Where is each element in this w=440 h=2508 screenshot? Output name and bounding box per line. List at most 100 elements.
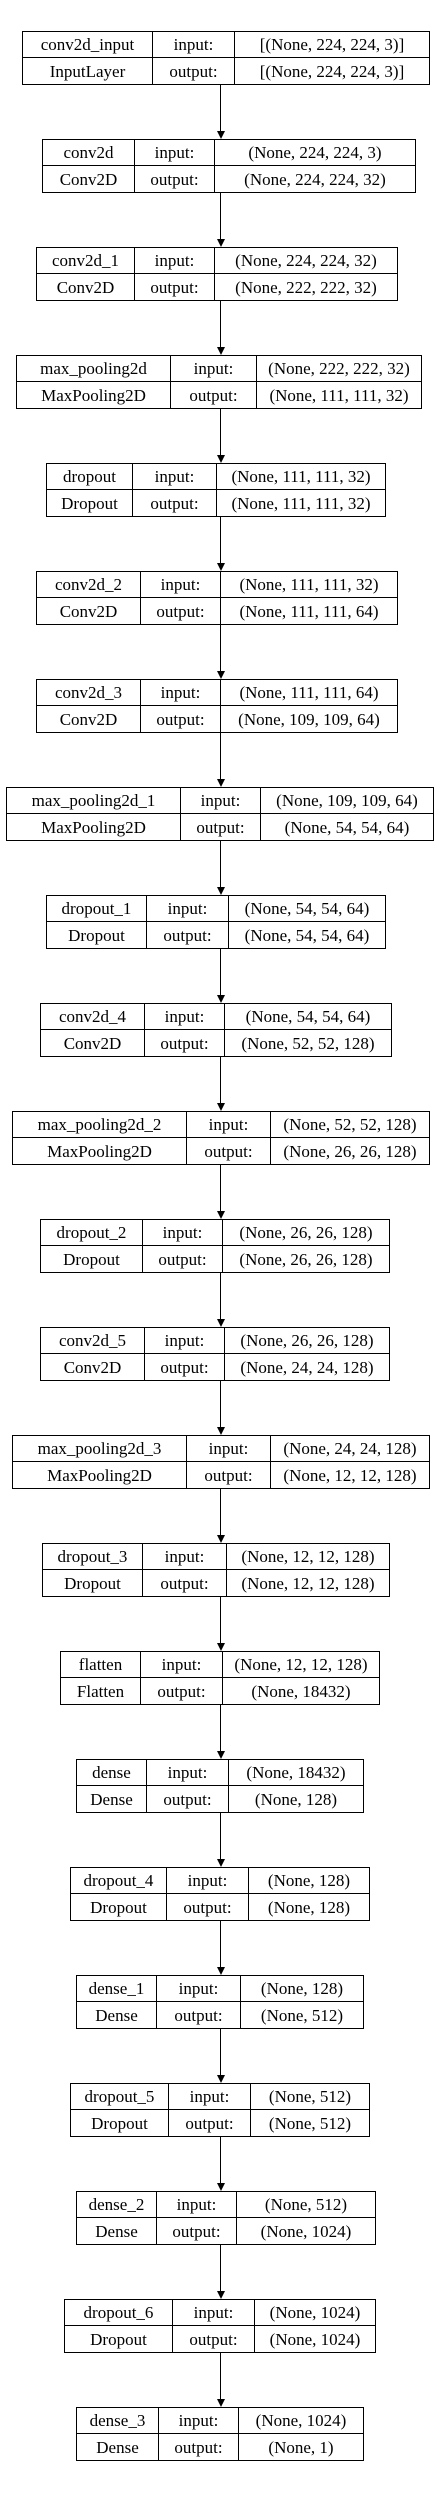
arrow-head-icon bbox=[216, 1319, 225, 1327]
input-label: input: bbox=[171, 356, 257, 382]
layer-name: flatten bbox=[61, 1652, 141, 1678]
input-shape: (None, 52, 52, 128) bbox=[271, 1112, 429, 1138]
output-shape: (None, 512) bbox=[260, 2005, 344, 2025]
output-shape: (None, 222, 222, 32) bbox=[235, 277, 377, 297]
connector-line bbox=[220, 1273, 221, 1319]
output-label: output: bbox=[133, 490, 217, 516]
output-shape: (None, 24, 24, 128) bbox=[240, 1357, 374, 1377]
layer-type: MaxPooling2D bbox=[13, 1138, 187, 1164]
connector-line bbox=[220, 1705, 221, 1751]
layer-type: Dropout bbox=[47, 922, 147, 948]
input-shape: (None, 54, 54, 64) bbox=[229, 896, 385, 922]
input-shape: (None, 12, 12, 128) bbox=[223, 1652, 379, 1678]
arrow-head-icon bbox=[216, 2399, 225, 2407]
layer-type: Conv2D bbox=[37, 706, 141, 732]
connector-line bbox=[220, 1165, 221, 1211]
output-label: output: bbox=[167, 1894, 249, 1920]
layer-type: Conv2D bbox=[37, 598, 141, 624]
output-shape: (None, 54, 54, 64) bbox=[284, 817, 410, 837]
output-shape: (None, 12, 12, 128) bbox=[283, 1465, 417, 1485]
arrow-head-icon bbox=[216, 1751, 225, 1759]
layer-type: Dropout bbox=[47, 490, 133, 516]
arrow-head-icon bbox=[216, 347, 225, 355]
input-label: input: bbox=[173, 2300, 255, 2326]
input-label: input: bbox=[141, 572, 221, 598]
output-shape: (None, 111, 111, 64) bbox=[239, 601, 379, 621]
layer-type: Dropout bbox=[41, 1246, 143, 1272]
input-shape: (None, 111, 111, 32) bbox=[221, 572, 397, 598]
input-label: input: bbox=[147, 896, 229, 922]
input-label: input: bbox=[143, 1544, 227, 1570]
output-label: output: bbox=[159, 2434, 239, 2460]
output-label: output: bbox=[171, 382, 257, 408]
output-label: output: bbox=[147, 922, 229, 948]
layer-name: dense_3 bbox=[77, 2408, 159, 2434]
arrow-head-icon bbox=[216, 671, 225, 679]
input-shape: [(None, 224, 224, 3)] bbox=[235, 32, 429, 58]
connector-line bbox=[220, 1921, 221, 1967]
output-label: output: bbox=[187, 1138, 271, 1164]
input-shape: (None, 111, 111, 64) bbox=[221, 680, 397, 706]
connector-line bbox=[220, 2353, 221, 2399]
arrow-head-icon bbox=[216, 1103, 225, 1111]
input-shape: (None, 512) bbox=[237, 2192, 375, 2218]
input-shape: (None, 24, 24, 128) bbox=[271, 1436, 429, 1462]
input-shape: (None, 54, 54, 64) bbox=[225, 1004, 391, 1030]
arrow-head-icon bbox=[216, 1967, 225, 1975]
input-label: input: bbox=[157, 2192, 237, 2218]
input-label: input: bbox=[159, 2408, 239, 2434]
layer-name: dropout_4 bbox=[71, 1868, 167, 1894]
layer-type: Dense bbox=[77, 1786, 147, 1812]
connector-line bbox=[220, 1597, 221, 1643]
output-label: output: bbox=[187, 1462, 271, 1488]
connector-line bbox=[220, 2245, 221, 2291]
output-shape: (None, 1024) bbox=[260, 2221, 352, 2241]
input-label: input: bbox=[147, 1760, 229, 1786]
layer-type: Conv2D bbox=[41, 1030, 145, 1056]
output-label: output: bbox=[173, 2326, 255, 2352]
output-label: output: bbox=[141, 598, 221, 624]
arrow-head-icon bbox=[216, 887, 225, 895]
output-shape: (None, 1) bbox=[268, 2437, 334, 2457]
input-label: input: bbox=[141, 680, 221, 706]
layer-type: Dense bbox=[77, 2218, 157, 2244]
arrow-head-icon bbox=[216, 995, 225, 1003]
output-shape: (None, 12, 12, 128) bbox=[241, 1573, 375, 1593]
layer-name: dense_2 bbox=[77, 2192, 157, 2218]
connector-line bbox=[220, 949, 221, 995]
layer-name: conv2d_1 bbox=[37, 248, 135, 274]
layer-type: MaxPooling2D bbox=[13, 1462, 187, 1488]
output-label: output: bbox=[141, 1678, 223, 1704]
layer-name: dense_1 bbox=[77, 1976, 157, 2002]
input-shape: (None, 224, 224, 3) bbox=[215, 140, 415, 166]
output-label: output: bbox=[157, 2218, 237, 2244]
input-label: input: bbox=[135, 140, 215, 166]
output-label: output: bbox=[143, 1246, 223, 1272]
connector-line bbox=[220, 733, 221, 779]
input-shape: (None, 224, 224, 32) bbox=[215, 248, 397, 274]
layer-type: Conv2D bbox=[37, 274, 135, 300]
arrow-head-icon bbox=[216, 1211, 225, 1219]
layer-name: dropout_2 bbox=[41, 1220, 143, 1246]
output-label: output: bbox=[153, 58, 235, 84]
layer-type: Conv2D bbox=[43, 166, 135, 192]
output-shape: (None, 26, 26, 128) bbox=[239, 1249, 373, 1269]
input-label: input: bbox=[167, 1868, 249, 1894]
output-label: output: bbox=[143, 1570, 227, 1596]
layer-type: Dropout bbox=[43, 1570, 143, 1596]
layer-type: MaxPooling2D bbox=[17, 382, 171, 408]
layer-type: InputLayer bbox=[23, 58, 153, 84]
layer-type: Dense bbox=[77, 2002, 157, 2028]
